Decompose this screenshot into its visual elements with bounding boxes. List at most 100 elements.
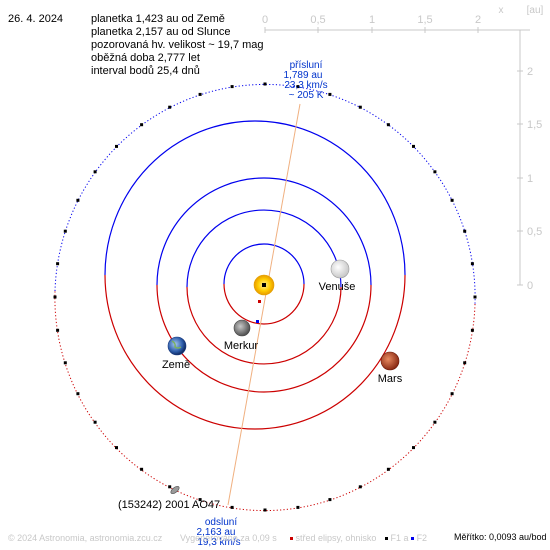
orbit-interval-dot [358,485,362,489]
mars-label: Mars [378,373,403,385]
aphelion-speed: 19,3 km/s [197,537,240,548]
unit-label: [au] [527,5,544,16]
orbit-interval-dot [328,92,332,96]
orbit-interval-dot [93,170,97,174]
info-line: interval bodů 25,4 dnů [91,65,200,77]
earth-orbit [156,177,372,393]
focus-marker [256,320,259,323]
legend-f2-text: F2 [416,533,428,543]
mercury-orbit [223,243,305,325]
mars-orbit [104,120,406,430]
orbit-interval-dot [412,144,415,148]
orbit-interval-dot [470,328,474,332]
orbit-interval-dot [93,420,97,424]
orbit-interval-dot [450,392,454,396]
orbit-interval-dot [263,82,267,86]
top-tick-label: 1 [369,14,375,26]
asteroid-label: (153242) 2001 AO47 [118,499,220,511]
right-tick-label: 2 [527,66,533,78]
legend-f1-text: F1 a [390,533,409,543]
f2-marker-swatch [411,537,415,541]
perihelion-label: přísluní 1,789 au 23,3 km/s ~ 205 K [284,60,328,101]
orbit-interval-dot [168,485,172,489]
perihelion-speed: 23,3 km/s [284,80,327,91]
venus-label: Venuše [319,281,356,293]
orbit-interval-dot [115,446,118,450]
perihelion-distance: 1,789 au [284,70,323,81]
generation-time: Vygenerováno za 0,09 s [180,533,277,543]
orbit-interval-dot [263,508,267,512]
earth-continents [171,340,182,349]
orbit-interval-dot [140,123,144,127]
orbit-interval-dot [198,92,202,96]
right-tick-label: 0 [527,280,533,292]
asteroid-orbit [53,82,477,512]
top-tick-label: 0,5 [310,14,325,26]
orbit-interval-dot [358,105,362,109]
orbit-interval-dot [433,170,437,174]
orbit-interval-dot [76,392,80,396]
scale-label: Měřítko: 0,0093 au/bod [454,532,547,542]
x-axis-label: x [499,5,504,16]
orbit-interval-dot [53,295,57,299]
right-tick-label: 1,5 [527,119,542,131]
info-line: oběžná doba 2,777 let [91,52,200,64]
orbit-interval-dot [63,229,67,233]
orbit-interval-dot [328,498,332,502]
orbit-interval-dot [76,198,80,202]
right-tick-label: 1 [527,173,533,185]
legend-center-text: střed elipsy, ohnisko [295,533,377,543]
legend-center: střed elipsy, ohnisko [290,533,376,543]
orbit-interval-dot [386,467,390,471]
asteroid-marker [170,485,180,495]
orbit-interval-dot [115,144,118,148]
orbit-interval-dot [63,361,67,365]
info-line: planetka 2,157 au od Slunce [91,26,231,38]
right-tick-label: 0,5 [527,226,542,238]
aphelion-label: odsluní 2,163 au 19,3 km/s [197,517,241,548]
orbit-interval-dot [412,446,415,450]
perihelion-temperature: ~ 205 K [289,90,324,101]
earth-label: Země [162,359,190,371]
orbit-interval-dot [140,467,144,471]
center-marker-swatch [290,537,293,541]
info-line: pozorovaná hv. velikost ~ 19,7 mag [91,39,264,51]
info-panel: planetka 1,423 au od Země planetka 2,157… [91,13,264,78]
orbit-interval-dot [473,295,477,299]
orbit-interval-dot [296,505,300,509]
orbit-interval-dot [56,328,60,332]
orbit-interval-dot [470,262,474,266]
orbit-interval-dot [433,420,437,424]
right-axis: 2 1,5 1 0,5 0 [517,30,542,292]
top-tick-label: 1,5 [417,14,432,26]
orbit-interval-dot [168,105,172,109]
legend-focus: F1 a F2 [385,533,427,543]
planet-orbits [104,120,406,430]
orbit-interval-dot [56,262,60,266]
info-line: planetka 1,423 au od Země [91,13,225,25]
orbit-interval-dot [463,229,467,233]
mercury-body [233,319,251,337]
orbit-interval-dot [450,198,454,202]
sun [253,274,275,296]
aphelion-distance: 2,163 au [197,527,236,538]
orbit-interval-dot [386,123,390,127]
copyright-text: © 2024 Astronomia, astronomia.zcu.cz [8,533,163,543]
top-tick-label: 2 [475,14,481,26]
apsides-line [227,103,301,506]
ellipse-center-marker [258,300,261,303]
orbit-interval-dot [230,85,234,89]
mercury-label: Merkur [224,340,259,352]
orbit-interval-dot [230,505,234,509]
top-axis: 0 0,5 1 1,5 2 x [au] [262,5,544,33]
mars-body [380,351,400,371]
perihelion-title: přísluní [290,60,323,71]
earth-body [167,336,187,356]
orbit-interval-dot [463,361,467,365]
venus-body [330,259,350,279]
orbit-interval-dot [296,85,300,89]
aphelion-title: odsluní [205,517,237,528]
f1-marker-swatch [385,537,388,541]
